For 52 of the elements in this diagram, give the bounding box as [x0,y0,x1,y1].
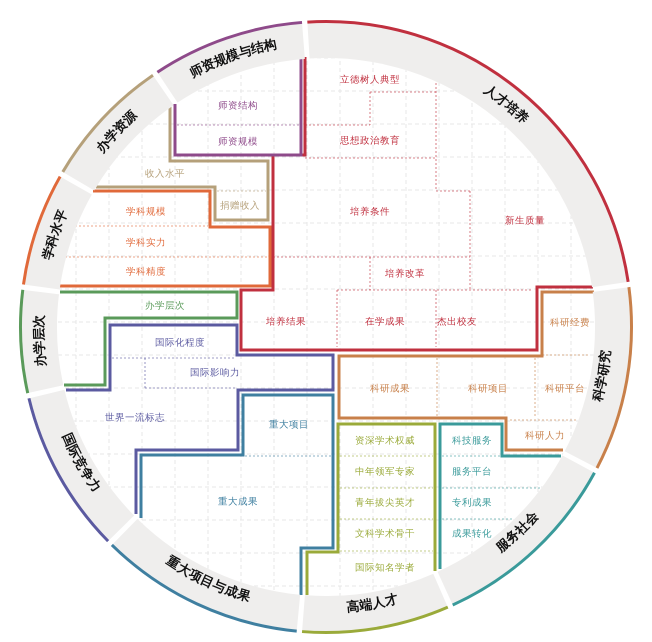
ring-segment [28,390,134,542]
category-title: 人才培养 [481,82,532,127]
indicator-label: 国际知名学者 [355,562,415,574]
ring-segment [62,74,174,190]
indicator-label: 师资规模 [218,136,258,148]
category-title: 服务社会 [493,508,542,556]
indicator-label: 科技服务 [452,436,492,446]
indicator-label: 培养结果 [266,316,306,328]
indicator-label: 学科精度 [126,266,166,278]
indicator-label: 培养条件 [350,206,390,218]
indicator-label: 学科实力 [126,238,166,248]
indicator-label: 立德树人典型 [340,74,400,86]
indicator-label: 收入水平 [145,168,185,180]
indicator-label: 在学成果 [365,316,405,328]
indicator-label: 培养改革 [385,268,425,280]
category-title: 国际竞争力 [59,430,104,495]
category-title: 高端人才 [346,591,400,615]
indicator-label: 科研经费 [550,318,590,328]
indicator-label: 中年领军专家 [355,466,415,478]
indicator-label: 新生质量 [505,216,545,226]
indicator-label: 科研人力 [525,430,565,442]
indicator-label: 思想政治教育 [340,136,400,146]
ring-segment [302,574,448,634]
category-title: 重大项目与成果 [164,552,252,605]
indicator-label: 成果转化 [452,528,492,540]
ring-segment [22,176,92,290]
indicator-label: 科研成果 [370,384,410,394]
category-title: 办学资源 [93,108,140,156]
indicator-label: 办学层次 [145,300,185,312]
indicator-label: 文科学术骨干 [355,528,415,540]
ring-segment [438,455,596,606]
indicator-label: 捐赠收入 [220,200,260,212]
indicator-label: 青年拔尖英才 [355,498,415,508]
category-title: 办学层次 [31,314,50,368]
indicator-label: 国际化程度 [155,338,205,348]
indicator-label: 国际影响力 [190,368,240,378]
indicator-label: 科研平台 [545,384,585,394]
ring-segment [19,290,64,394]
indicator-label: 科研项目 [468,384,508,394]
indicator-label: 重大成果 [218,496,258,508]
indicator-label: 专利成果 [452,498,492,508]
indicator-label: 世界一流标志 [105,412,165,424]
category-title: 师资规模与结构 [187,36,278,80]
ring-segment [307,20,630,288]
indicator-label: 学科规模 [126,206,166,218]
indicator-label: 师资结构 [218,100,258,112]
indicator-label: 杰出校友 [437,316,477,328]
category-title: 科学研究 [590,349,614,403]
category-title: 学科水平 [40,208,71,262]
indicator-label: 服务平台 [452,466,492,478]
indicator-label: 资深学术权威 [355,436,415,446]
indicator-label: 重大项目 [269,420,309,430]
